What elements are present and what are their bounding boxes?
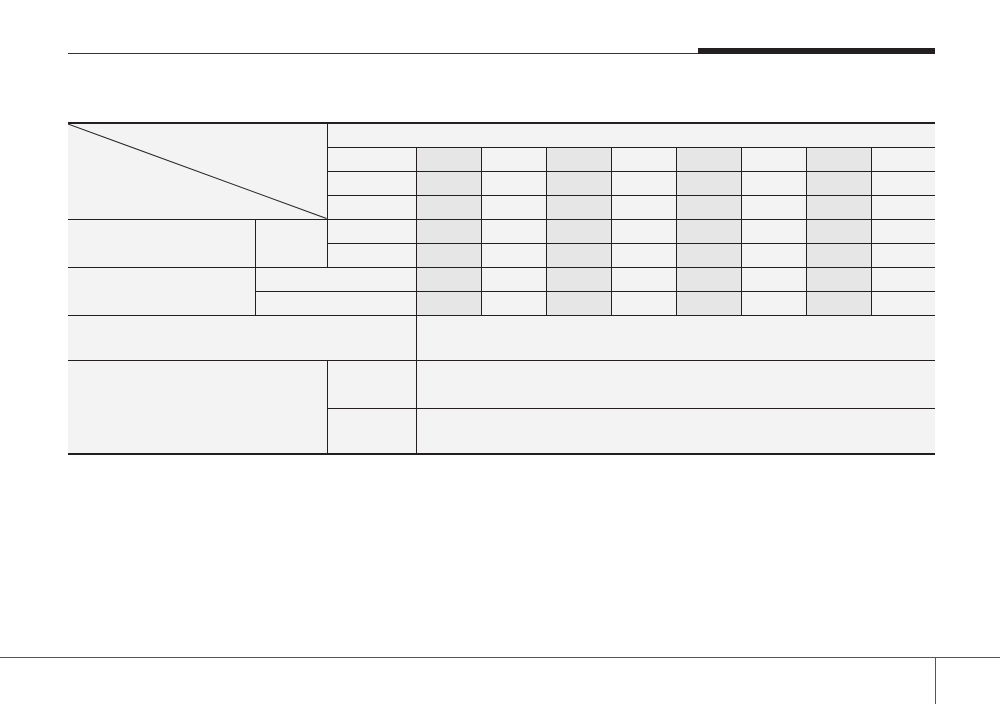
row-label-cell xyxy=(327,194,417,220)
spec-table-container xyxy=(68,122,936,455)
data-cell xyxy=(415,170,482,196)
data-cell xyxy=(740,194,807,220)
wide-label-cell xyxy=(68,314,417,361)
data-cell xyxy=(870,146,936,172)
data-cell xyxy=(610,242,677,268)
diagonal-divider xyxy=(68,124,327,219)
data-cell xyxy=(675,242,742,268)
data-cell xyxy=(610,218,677,244)
data-cell xyxy=(870,194,936,220)
data-cell xyxy=(870,242,936,268)
group-label-cell xyxy=(68,359,328,455)
data-cell xyxy=(675,266,742,292)
footer-rule xyxy=(0,657,1000,658)
data-cell xyxy=(415,242,482,268)
data-cell xyxy=(870,218,936,244)
data-cell xyxy=(480,146,547,172)
data-cell xyxy=(480,218,547,244)
data-cell xyxy=(740,290,807,316)
data-cell xyxy=(740,266,807,292)
data-cell xyxy=(870,170,936,196)
data-cell xyxy=(805,218,872,244)
data-cell xyxy=(415,290,482,316)
spec-table xyxy=(68,122,936,455)
data-cell xyxy=(740,242,807,268)
data-cell xyxy=(675,290,742,316)
data-cell xyxy=(545,290,612,316)
group-label-cell xyxy=(68,218,256,268)
wide-value-cell xyxy=(415,314,936,361)
row-label-cell xyxy=(254,266,417,292)
data-cell xyxy=(740,146,807,172)
data-cell xyxy=(480,242,547,268)
data-cell xyxy=(545,194,612,220)
footer-page-divider xyxy=(935,657,936,704)
header-rule xyxy=(68,53,935,54)
data-cell xyxy=(675,170,742,196)
sub-label-cell xyxy=(327,407,417,455)
row-label-cell xyxy=(327,170,417,196)
header-main-cell xyxy=(326,122,936,148)
row-label-cell xyxy=(326,218,417,244)
data-cell xyxy=(545,170,612,196)
data-cell xyxy=(870,290,936,316)
data-cell xyxy=(675,194,742,220)
data-cell xyxy=(480,194,547,220)
data-cell xyxy=(415,218,482,244)
data-cell xyxy=(805,242,872,268)
data-cell xyxy=(870,266,936,292)
data-cell xyxy=(805,194,872,220)
row-label-cell xyxy=(327,242,417,268)
data-cell xyxy=(610,194,677,220)
data-cell xyxy=(545,218,612,244)
group-label-cell xyxy=(68,266,256,316)
data-cell xyxy=(545,242,612,268)
data-cell xyxy=(805,146,872,172)
data-cell xyxy=(675,218,742,244)
data-cell xyxy=(480,290,547,316)
data-cell xyxy=(415,194,482,220)
data-cell xyxy=(545,266,612,292)
data-cell xyxy=(610,170,677,196)
data-cell xyxy=(415,266,482,292)
data-cell xyxy=(610,266,677,292)
data-cell xyxy=(805,290,872,316)
data-cell xyxy=(545,146,612,172)
data-cell xyxy=(415,146,482,172)
data-cell xyxy=(610,290,677,316)
row-label-cell xyxy=(255,290,417,316)
row-label-cell xyxy=(327,146,417,172)
data-cell xyxy=(610,146,677,172)
data-cell xyxy=(805,170,872,196)
wide-value-cell xyxy=(415,407,936,455)
data-cell xyxy=(480,266,547,292)
data-cell xyxy=(805,266,872,292)
sub-label-cell xyxy=(326,359,417,409)
data-cell xyxy=(675,146,742,172)
data-cell xyxy=(480,170,547,196)
diagonal-header-cell xyxy=(68,122,328,220)
subgroup-label-cell xyxy=(254,218,328,268)
data-cell xyxy=(740,170,807,196)
wide-value-cell xyxy=(415,359,936,409)
header-accent-bar xyxy=(698,48,935,54)
data-cell xyxy=(740,218,807,244)
